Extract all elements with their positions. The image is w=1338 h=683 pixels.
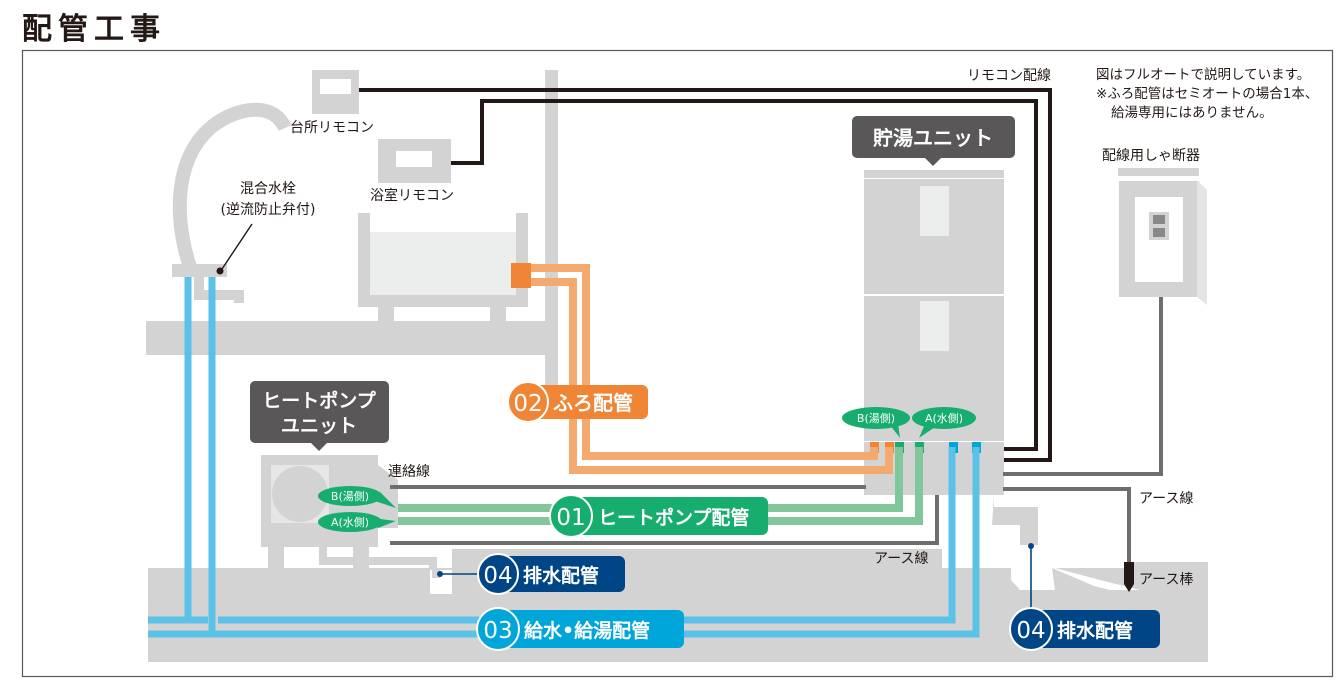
drain-outlet-cap (432, 570, 440, 578)
connection-wire-label: 連絡線 (388, 464, 430, 480)
pipe-tag-01-number: 01 (556, 505, 585, 531)
hp-drain-hose (319, 547, 437, 575)
kitchen-remote-label: 台所リモコン (290, 120, 374, 136)
earth-wire-label-right: アース線 (1139, 491, 1193, 507)
drain-leaders (437, 543, 1034, 614)
pipe-tag-01: 01 ヒートポンプ配管 (549, 494, 768, 538)
pipe-tag-04-right-number: 04 (1016, 618, 1045, 644)
pipe-tag-02-label: ふろ配管 (553, 391, 633, 415)
pipe-tag-03: 03 給水•給湯配管 (476, 607, 684, 651)
heatpump-unit-label-1: ヒートポンプ (262, 389, 376, 412)
bath-remote-label: 浴室リモコン (370, 187, 454, 204)
tank-port-a-bubble: A(水側) (912, 407, 976, 438)
tank-port-b-label: B(湯側) (857, 412, 895, 425)
hp-port-a-label: A(水側) (331, 516, 369, 529)
storage-unit-callout: 貯湯ユニット (852, 116, 1015, 166)
pipe-tag-03-label: 給水•給湯配管 (524, 619, 650, 642)
note-line-1: 図はフルオートで説明しています。 (1096, 67, 1310, 83)
storage-unit-label: 貯湯ユニット (873, 126, 993, 150)
heatpump-unit-label-2: ユニット (281, 415, 357, 437)
remote-wiring (359, 88, 1052, 462)
mixing-faucet (172, 102, 292, 303)
hp-port-b-bubble: B(湯側) (318, 486, 396, 508)
pipe-tag-02: 02 ふろ配管 (507, 381, 648, 423)
mixing-faucet-label-2: (逆流防止弁付) (221, 202, 316, 218)
note-line-3: 給湯専用にはありません。 (1111, 104, 1273, 121)
bath-remote (378, 139, 451, 183)
earth-wire-label-bottom: アース線 (874, 551, 928, 567)
kitchen-remote (312, 70, 359, 114)
mixing-faucet-label-1: 混合水栓 (240, 181, 296, 197)
bath-pipes (528, 264, 893, 474)
bathtub (358, 213, 528, 321)
tank-port-a-label: A(水側) (925, 412, 963, 425)
heatpump-unit-callout: ヒートポンプ ユニット (250, 381, 389, 451)
ground-slope (1052, 568, 1110, 590)
pipe-tag-02-number: 02 (513, 391, 542, 417)
faucet-body (172, 264, 227, 277)
pipe-tag-04-left-number: 04 (483, 563, 512, 589)
tank-drain-trap (992, 495, 1038, 545)
pipe-tag-04-right: 04 排水配管 (1009, 607, 1160, 651)
breaker-label: 配線用しゃ断器 (1102, 148, 1200, 164)
floor-slab (146, 321, 556, 355)
shower-hose (172, 102, 292, 270)
pipe-tag-01-label: ヒートポンプ配管 (598, 506, 749, 529)
earth-rod (1124, 562, 1134, 592)
page-title: 配管工事 (22, 12, 166, 47)
heat-pump-unit (261, 455, 398, 568)
storage-tank-unit (864, 170, 1004, 495)
faucet-leader-line (219, 223, 253, 273)
ground-step-right (1125, 562, 1208, 582)
hp-port-a-bubble: A(水側) (318, 512, 396, 532)
circuit-breaker (1118, 168, 1207, 305)
pipe-tag-03-number: 03 (483, 618, 512, 644)
water-supply-pipes (148, 277, 980, 638)
bath-adapter (511, 263, 531, 288)
pipe-tag-04-left: 04 排水配管 (477, 553, 625, 595)
pipe-tag-04-left-label: 排水配管 (523, 564, 599, 587)
faucet-leader-dot (216, 267, 224, 275)
faucet-spout (194, 277, 244, 303)
note-line-2: ※ふろ配管はセミオートの場合1本、 (1096, 86, 1318, 102)
ground-cutout (1011, 549, 1140, 590)
pipe-tag-04-right-label: 排水配管 (1057, 619, 1133, 642)
earth-rod-label: アース棒 (1139, 572, 1193, 588)
connection-wire (390, 297, 1163, 565)
wall-column (545, 70, 558, 410)
diagram-frame (21, 49, 1334, 678)
remote-wiring-label: リモコン配線 (967, 68, 1051, 84)
tank-port-b-bubble: B(湯側) (842, 407, 910, 438)
hp-port-b-label: B(湯側) (331, 490, 369, 503)
